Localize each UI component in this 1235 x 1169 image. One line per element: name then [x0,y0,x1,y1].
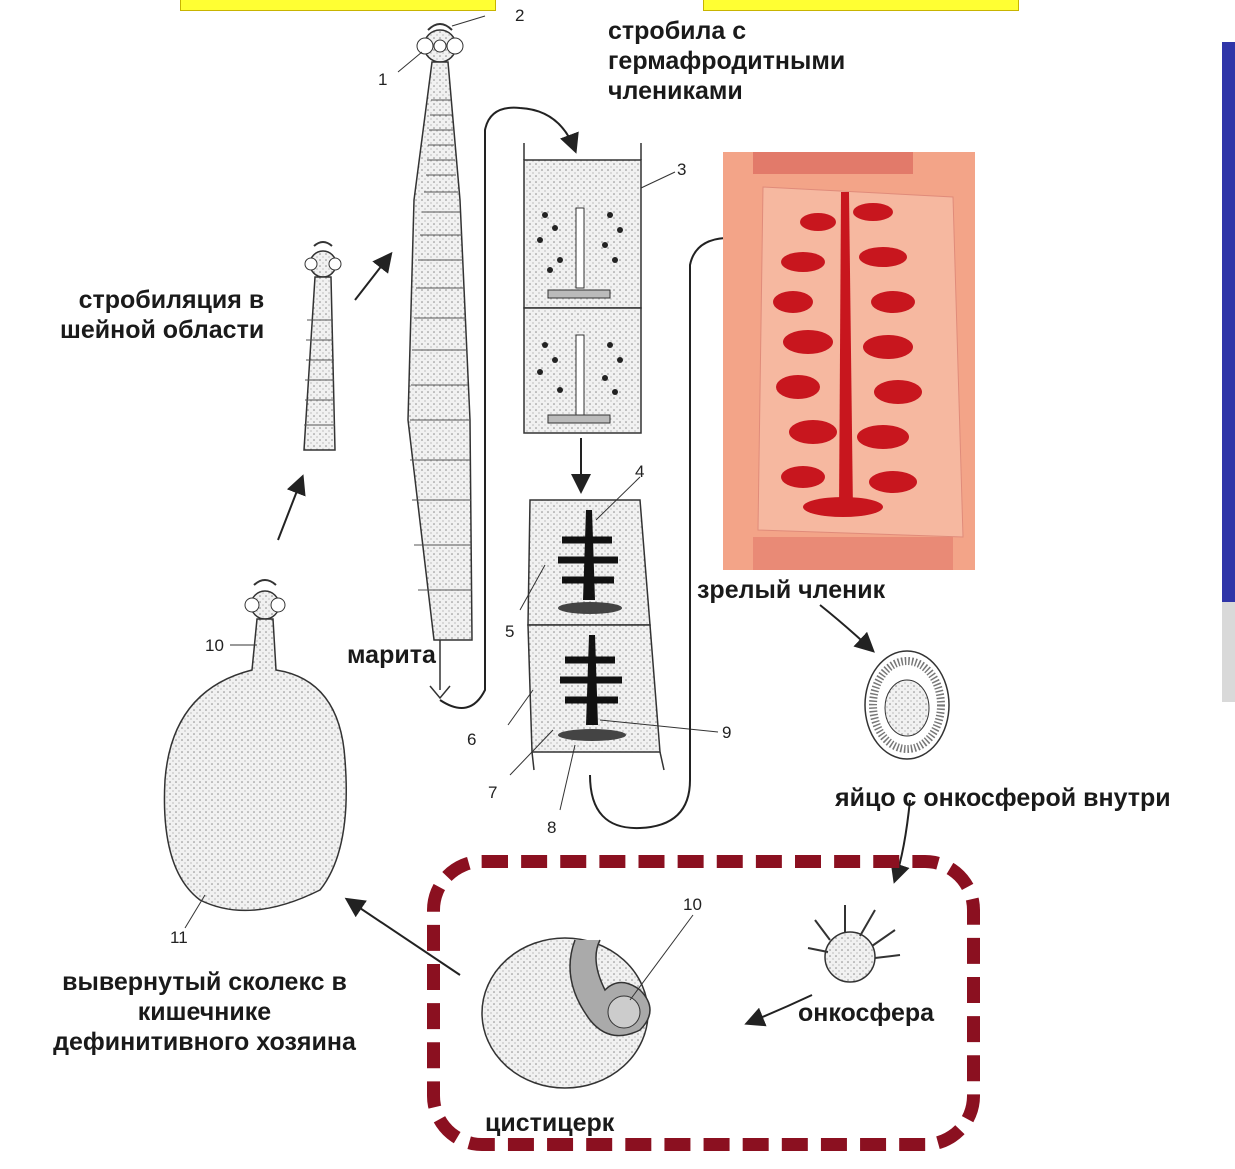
young-worm [304,242,341,450]
callout-6: 6 [467,730,476,750]
hermaphrodite-segments [524,143,675,433]
label-strobila: стробила с гермафродитными члениками [608,16,845,106]
mature-segments [508,477,718,810]
label-cysticercus: цистицерк [485,1108,614,1138]
marita-worm [398,16,485,698]
label-marita: марита [347,640,436,670]
callout-3: 3 [677,160,686,180]
callout-10-scolex: 10 [205,636,224,656]
mature-segment-photo [723,152,975,570]
everted-scolex-drawing [164,580,346,928]
callout-2: 2 [515,6,524,26]
label-egg: яйцо с онкосферой внутри [835,783,1171,813]
egg-drawing [865,651,949,759]
callout-4: 4 [635,462,644,482]
callout-7: 7 [488,783,497,803]
label-oncosphere: онкосфера [798,998,934,1028]
callout-5: 5 [505,622,514,642]
callout-9: 9 [722,723,731,743]
callout-10-cysticercus: 10 [683,895,702,915]
callout-1: 1 [378,70,387,90]
label-strobilation: стробиляция в шейной области [60,285,264,345]
label-everted-scolex: вывернутый сколекс в кишечнике дефинитив… [12,967,397,1057]
callout-8: 8 [547,818,556,838]
label-mature-segment: зрелый членик [697,575,885,605]
callout-11: 11 [170,928,188,948]
